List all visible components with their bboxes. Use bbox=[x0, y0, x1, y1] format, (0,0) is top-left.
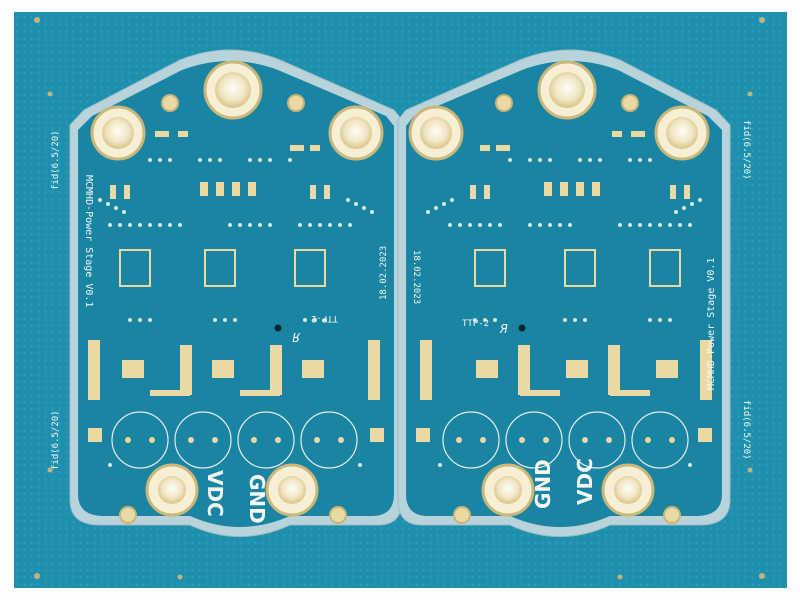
board-right-date: 18.02.2023 bbox=[411, 250, 421, 304]
board-right-mount-pads bbox=[408, 60, 710, 524]
board-left-via-rows bbox=[98, 158, 374, 467]
board-left-mount-pads bbox=[90, 60, 384, 524]
panel-label-right-top: fid(6.5/20) bbox=[741, 120, 751, 180]
board-left-label-gnd: GND bbox=[245, 474, 269, 524]
board-left-label-vdc: VDC bbox=[203, 470, 227, 517]
board-right-label-vdc: VDC bbox=[573, 458, 597, 505]
board-right-code: TTP-2 bbox=[462, 319, 489, 329]
board-left-outline bbox=[78, 61, 394, 527]
panel-fiducials bbox=[34, 17, 765, 580]
board-right-smd-footprints bbox=[416, 131, 712, 442]
panel-label-left-top: fid(6.5/20) bbox=[51, 130, 61, 190]
board-right-capacitor-pads bbox=[456, 437, 675, 443]
board-right-outline bbox=[406, 61, 722, 527]
panel-label-left-bottom: fid(6.5/20) bbox=[51, 410, 61, 470]
board-left: MCMHD-Power Stage V0.1 18.02.2023 TTP-2 … bbox=[69, 49, 403, 537]
board-left-smd-footprints bbox=[88, 131, 384, 442]
board-left-code: TTP-2 bbox=[311, 313, 338, 323]
board-left-side-title: MCMHD-Power Stage V0.1 bbox=[83, 175, 94, 307]
board-left-capacitor-outlines bbox=[111, 411, 358, 469]
board-right-via-rows bbox=[426, 158, 702, 467]
board-right-ul-logo-icon: Я bbox=[499, 322, 508, 336]
board-right-side-title: MCMHD-Power Stage V0.1 bbox=[706, 258, 717, 390]
board-left-capacitor-pads bbox=[125, 437, 344, 443]
panel-label-right-bottom: fid(6.5/20) bbox=[741, 400, 751, 460]
board-left-date: 18.02.2023 bbox=[379, 246, 389, 300]
board-right-drill-hole bbox=[518, 324, 526, 332]
board-right-capacitor-outlines bbox=[442, 411, 689, 469]
board-left-ul-logo-icon: Я bbox=[292, 330, 301, 344]
board-right-label-gnd: GND bbox=[531, 459, 555, 509]
board-left-drill-hole bbox=[274, 324, 282, 332]
board-right: MCMHD-Power Stage V0.1 18.02.2023 TTP-2 … bbox=[397, 49, 731, 537]
